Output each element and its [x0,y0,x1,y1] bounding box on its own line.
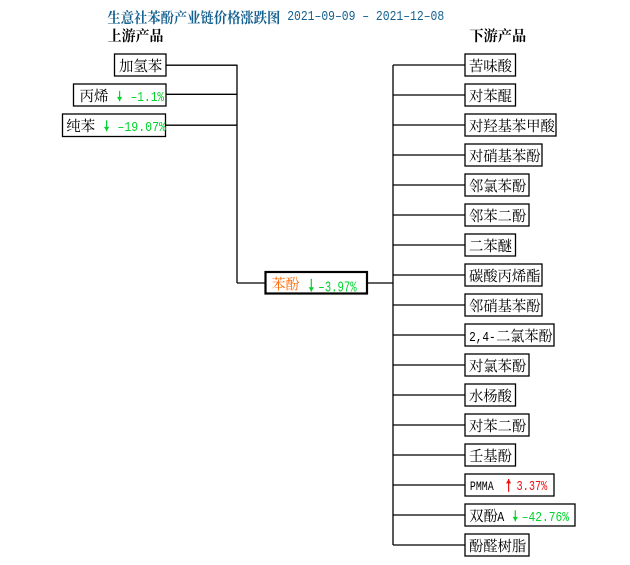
svg-text:–3.97%: –3.97% [318,280,357,296]
svg-text:2021–09–09 – 2021–12–08: 2021–09–09 – 2021–12–08 [287,9,444,25]
svg-text:–19.07%: –19.07% [117,120,166,136]
svg-text:3.37%: 3.37% [517,479,548,495]
svg-text:2,4-: 2,4- [469,330,496,346]
svg-text:–1.1%: –1.1% [131,90,165,106]
svg-text:A: A [497,510,504,526]
svg-text:–42.76%: –42.76% [522,510,570,526]
svg-text:PMMA: PMMA [470,479,494,494]
